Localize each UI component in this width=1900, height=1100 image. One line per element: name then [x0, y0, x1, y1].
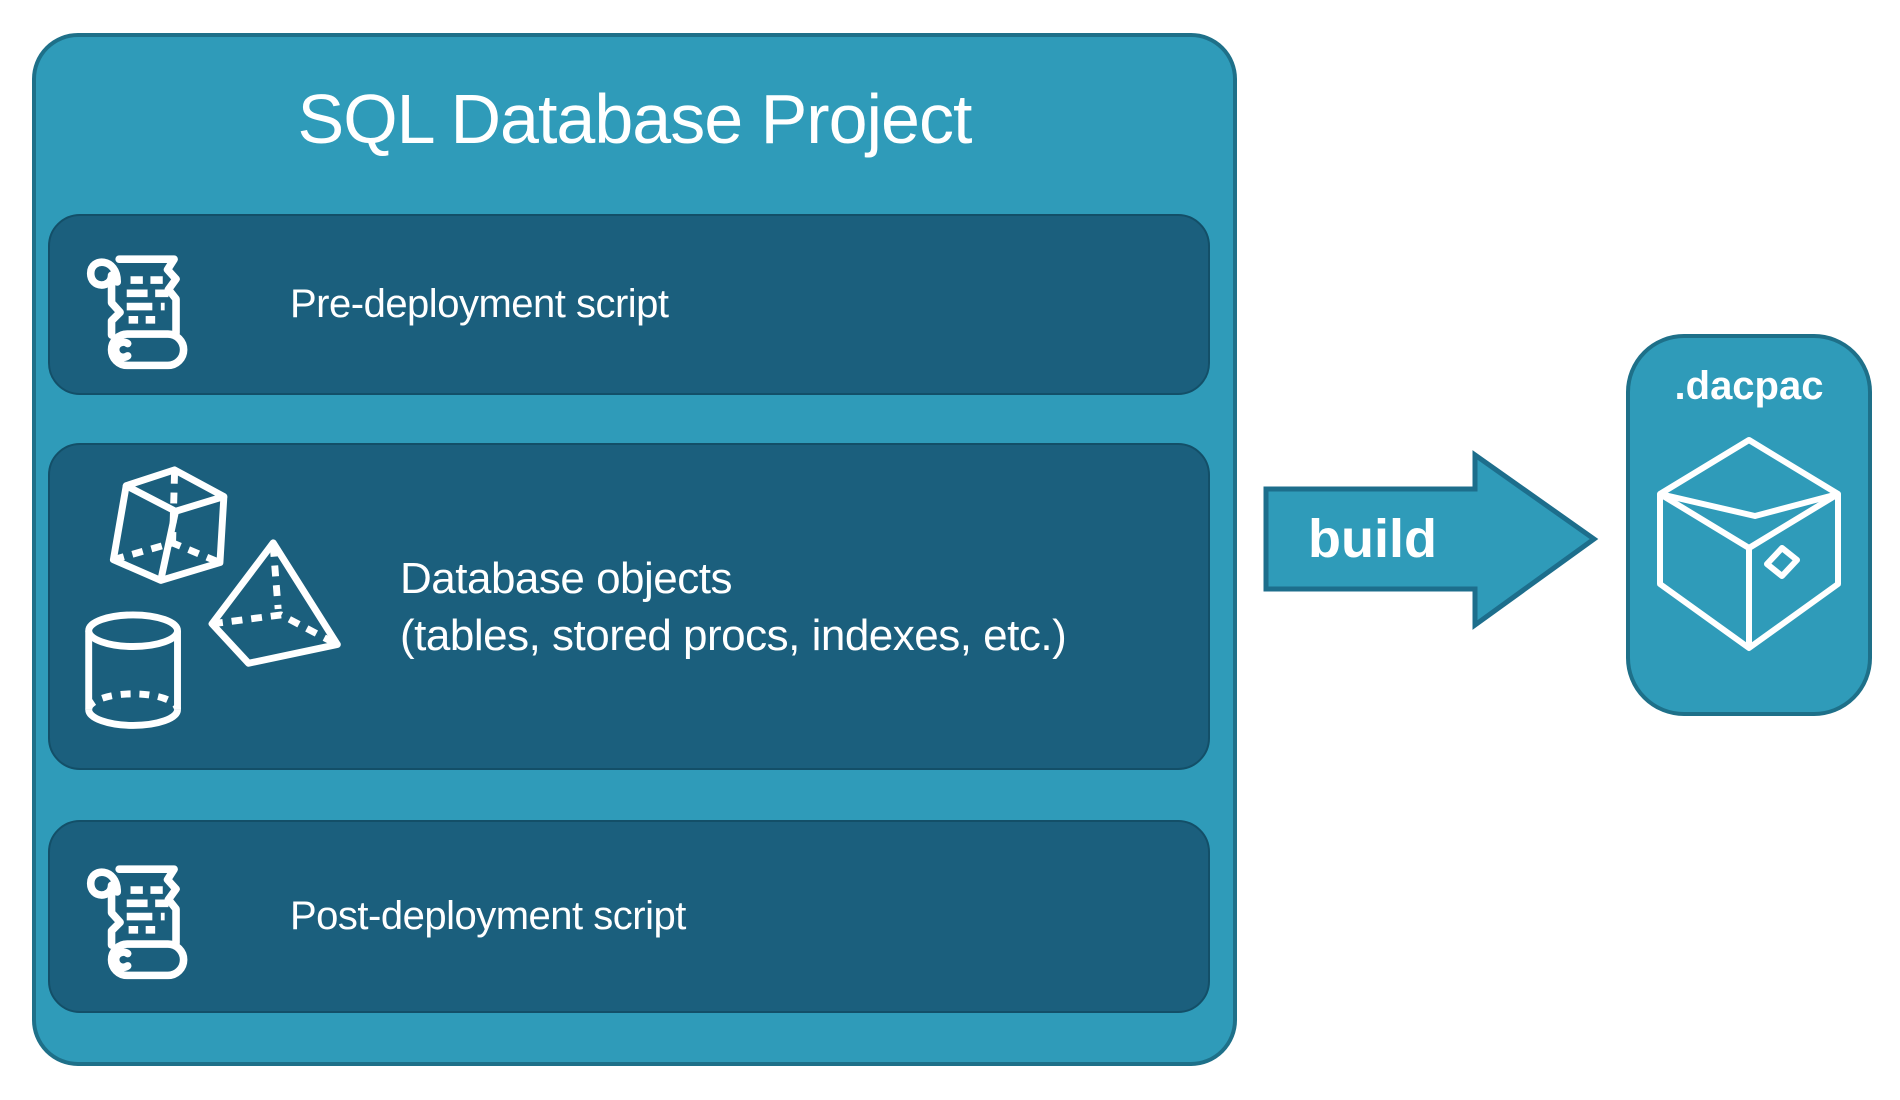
- scroll-icon: [86, 865, 188, 980]
- cube-icon: [109, 466, 228, 584]
- dacpac-label: .dacpac: [1674, 364, 1824, 408]
- panel-database-objects: Database objects (tables, stored procs, …: [48, 443, 1210, 770]
- panel-post-deployment: Post-deployment script: [48, 820, 1210, 1013]
- package-icon: [1657, 437, 1841, 651]
- panel-post-label: Post-deployment script: [290, 894, 686, 938]
- sql-project-box: SQL Database Project Pre-deployment scri…: [32, 33, 1237, 1066]
- build-arrow: [1263, 450, 1599, 630]
- dacpac-box: .dacpac: [1626, 334, 1872, 716]
- build-arrow-label: build: [1308, 509, 1437, 569]
- scroll-icon: [86, 255, 188, 370]
- shapes-icon: [85, 466, 341, 729]
- panel-objects-label: Database objects (tables, stored procs, …: [400, 553, 1067, 660]
- cylinder-icon: [85, 611, 181, 729]
- panel-pre-label: Pre-deployment script: [290, 282, 669, 326]
- panel-pre-deployment: Pre-deployment script: [48, 214, 1210, 395]
- project-title: SQL Database Project: [297, 80, 973, 158]
- pyramid-icon: [208, 539, 341, 667]
